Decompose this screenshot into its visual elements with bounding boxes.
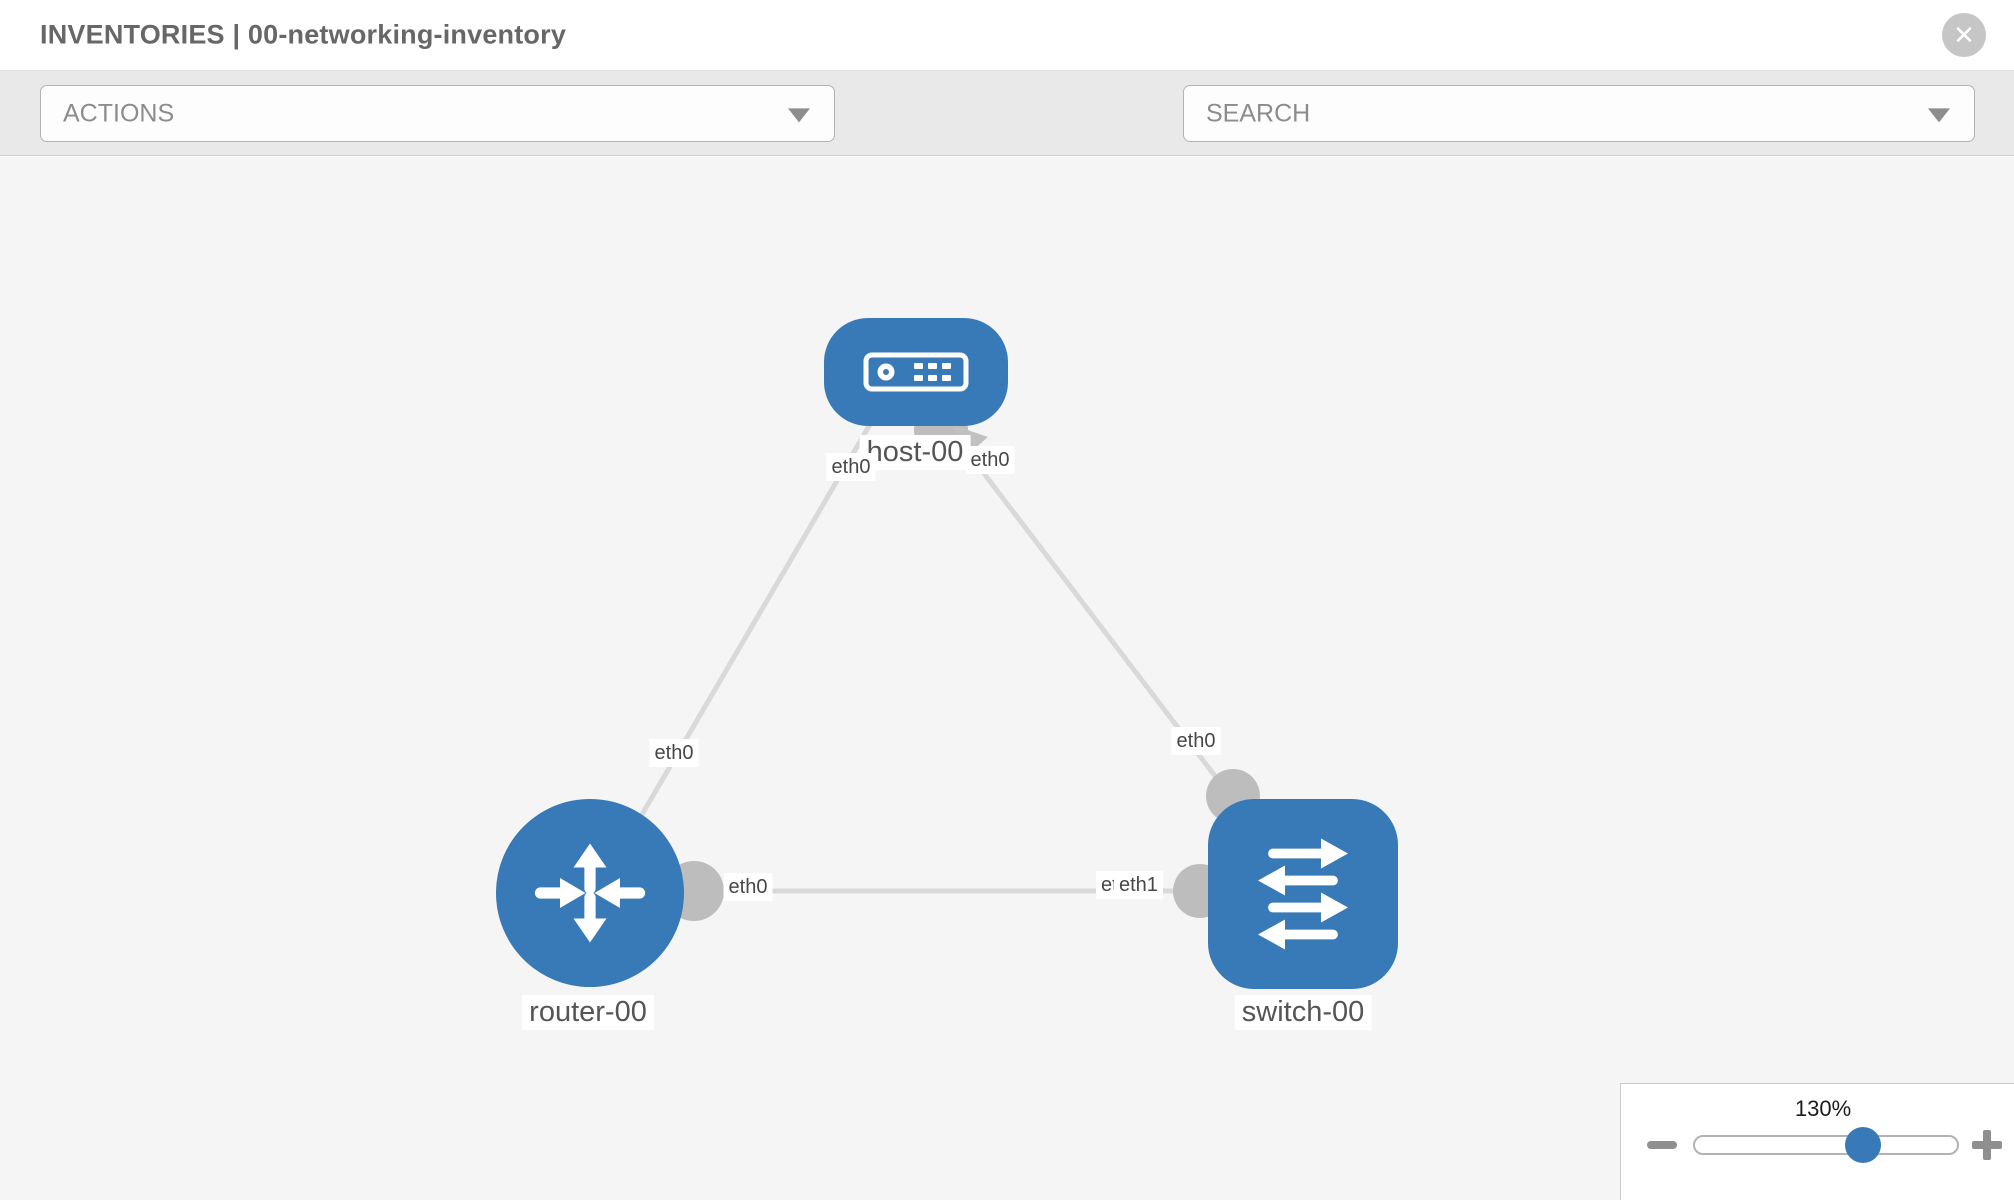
node-switch-00[interactable]: [1208, 799, 1398, 989]
interface-label: eth1: [1114, 871, 1163, 899]
node-label-host: host-00: [859, 435, 971, 470]
topology-canvas[interactable]: host-00 router-00 switch-00 eth0 eth0 et…: [0, 157, 2014, 1200]
node-host-00[interactable]: [824, 318, 1008, 426]
search-dropdown[interactable]: SEARCH: [1183, 85, 1975, 142]
interface-label: eth0: [649, 739, 699, 767]
chevron-down-icon: [1928, 107, 1950, 122]
zoom-level-value: 130%: [1794, 1096, 1852, 1121]
plus-icon[interactable]: [1971, 1129, 2003, 1161]
node-router-00[interactable]: [496, 799, 684, 987]
node-label-switch: switch-00: [1234, 995, 1372, 1030]
links-layer: [600, 403, 1260, 921]
page-title: INVENTORIES | 00-networking-inventory: [40, 19, 567, 50]
router-icon: [534, 843, 646, 943]
interface-label: eth0: [826, 453, 876, 481]
link-arrowhead: [953, 425, 988, 456]
interface-label: eth0: [965, 446, 1015, 474]
search-dropdown-label: SEARCH: [1206, 99, 1311, 127]
header-bar: INVENTORIES | 00-networking-inventory ✕: [0, 0, 2014, 70]
interface-label: eth0: [723, 873, 773, 901]
node-label-router: router-00: [522, 995, 654, 1030]
host-icon: [863, 352, 969, 392]
toolbar: ACTIONS SEARCH: [0, 70, 2014, 211]
actions-dropdown[interactable]: ACTIONS: [40, 85, 835, 142]
interface-label: eth0: [1171, 727, 1221, 755]
zoom-slider-thumb[interactable]: [1845, 1127, 1881, 1163]
close-icon[interactable]: ✕: [1942, 13, 1986, 57]
actions-dropdown-label: ACTIONS: [63, 99, 175, 127]
minus-icon[interactable]: [1645, 1129, 1679, 1161]
zoom-slider-track[interactable]: [1693, 1135, 1959, 1155]
switch-icon: [1258, 838, 1348, 950]
chevron-down-icon: [788, 107, 810, 122]
zoom-control-panel: 130%: [1620, 1083, 2014, 1200]
